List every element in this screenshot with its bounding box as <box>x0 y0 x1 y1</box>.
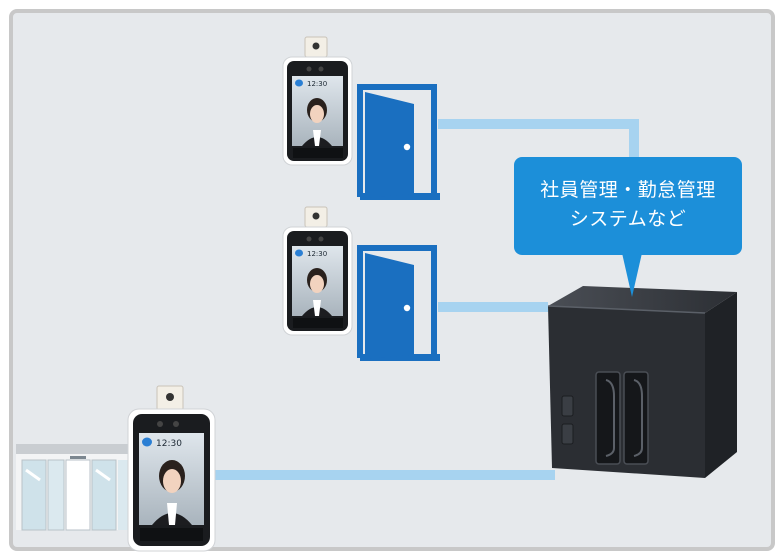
door-icon <box>357 245 440 361</box>
terminal-time: 12:30 <box>307 80 327 88</box>
person-face <box>302 268 332 316</box>
server-nas <box>547 286 737 478</box>
connection-line-door1 <box>438 119 639 158</box>
door-icon <box>357 84 440 200</box>
terminal-time: 12:30 <box>307 250 327 258</box>
callout-line-2: システムなど <box>569 208 687 230</box>
drive-bay <box>623 371 649 465</box>
connection-lines <box>212 119 639 480</box>
glass-entrance <box>16 444 128 531</box>
system-callout: 社員管理・勤怠管理 システムなど <box>514 157 742 255</box>
face-recognition-terminal: 12:30 <box>282 36 353 166</box>
callout-pointer <box>622 253 642 297</box>
terminal-time: 12:30 <box>156 439 182 449</box>
face-recognition-terminal: 12:30 <box>282 206 353 336</box>
drive-bay <box>595 371 621 465</box>
face-recognition-terminal: 12:30 <box>127 385 216 552</box>
callout-line-1: 社員管理・勤怠管理 <box>540 179 716 201</box>
person-face <box>152 460 192 525</box>
person-face <box>302 98 332 146</box>
